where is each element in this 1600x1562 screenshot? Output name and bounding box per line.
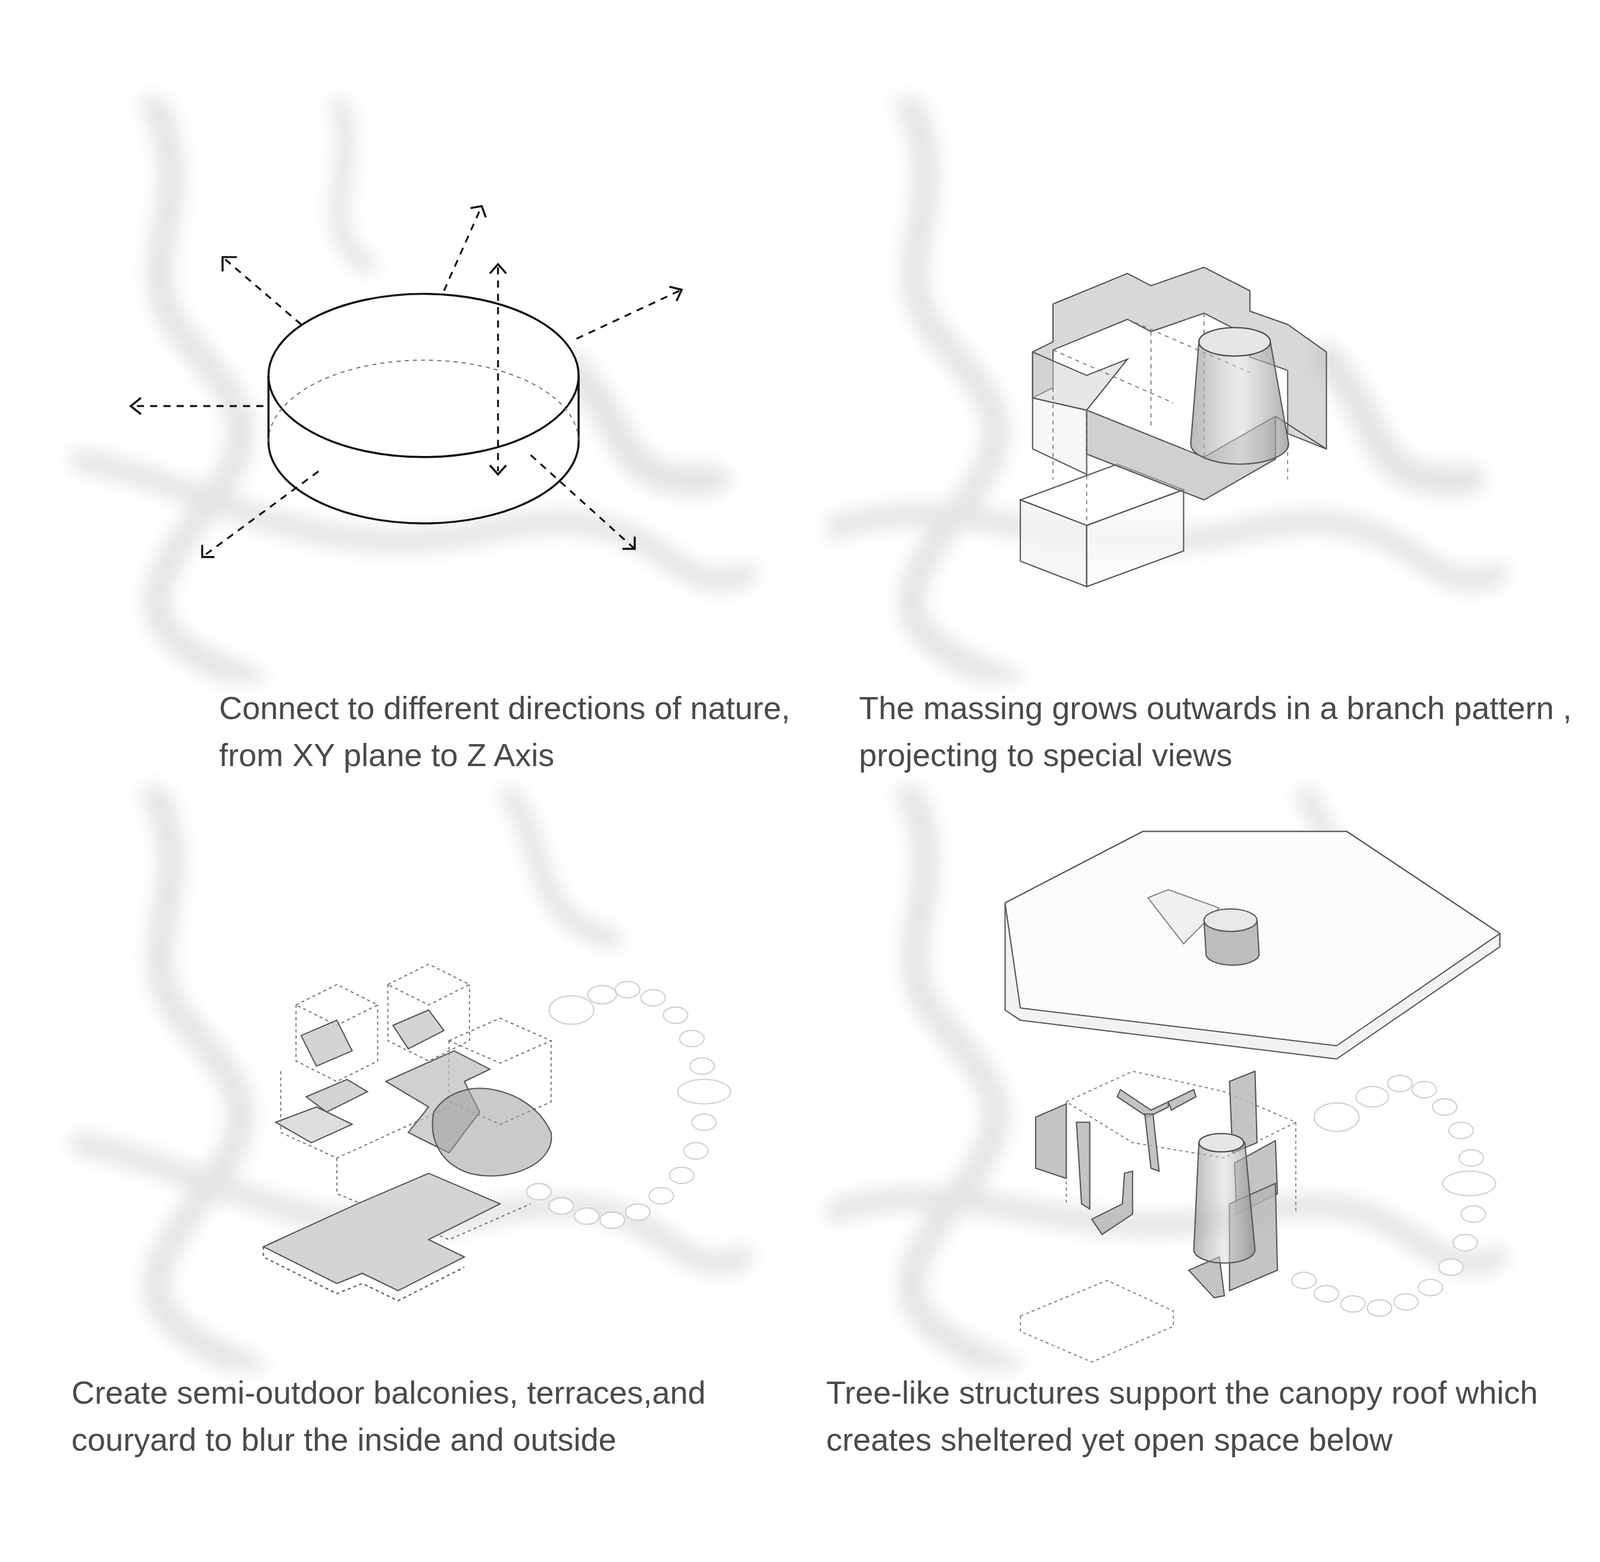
caption-text: Create semi-outdoor balconies, terraces,… [71,1369,786,1464]
canopy-diagram [1004,831,1500,1362]
terrace-diagram [263,964,731,1302]
cylinder-diagram [130,205,683,558]
marble-ground [71,97,1505,1370]
caption-text: Connect to different directions of natur… [219,684,815,779]
caption-text: Tree-like structures support the canopy … [826,1369,1577,1464]
caption-block: The massing grows outwards in a branch p… [858,684,1574,779]
massing-diagram [1020,267,1327,587]
caption-block: Tree-like structures support the canopy … [826,1369,1577,1464]
caption-text: The massing grows outwards in a branch p… [858,684,1574,779]
caption-block: Create semi-outdoor balconies, terraces,… [71,1369,786,1464]
caption-block: Connect to different directions of natur… [219,684,815,779]
